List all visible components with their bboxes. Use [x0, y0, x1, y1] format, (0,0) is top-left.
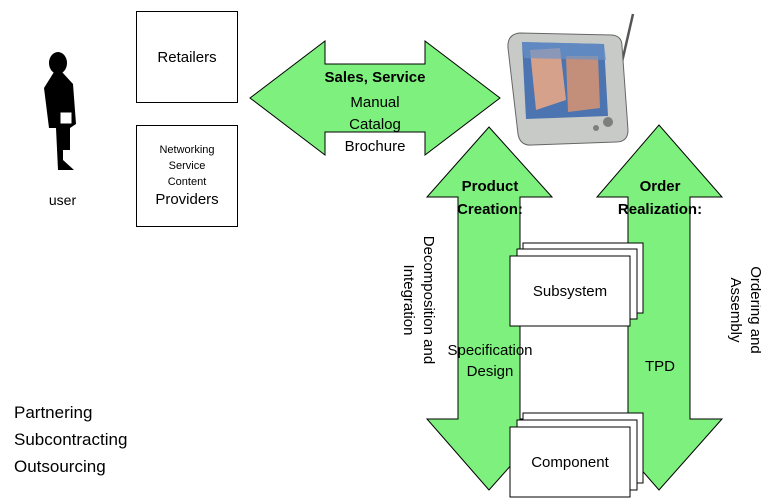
ordering-label: Ordering and — [747, 266, 761, 354]
product-creation-arrow — [425, 126, 554, 491]
specification-label: Specification — [447, 342, 533, 359]
product-creation-title-2: Creation: — [457, 201, 523, 218]
assembly-label: Assembly — [727, 277, 744, 343]
retailers-box: Retailers — [136, 11, 238, 103]
sales-service-arrow — [249, 39, 501, 157]
retailers-label: Retailers — [157, 48, 217, 66]
sales-service-title: Sales, Service — [324, 69, 426, 86]
subsystem-stack — [509, 242, 644, 327]
tablet-device-icon — [507, 13, 635, 146]
order-realization-title-1: Order — [639, 178, 681, 195]
component-label: Component — [531, 454, 609, 471]
partnering-label: Partnering — [14, 403, 93, 422]
order-realization-arrow — [595, 124, 724, 491]
subsystem-label: Subsystem — [532, 283, 608, 300]
component-stack — [509, 412, 644, 498]
providers-line4: Providers — [155, 191, 219, 208]
user-label: user — [48, 192, 77, 208]
integration-label: Integration — [400, 264, 417, 336]
order-realization-title-2: Realization: — [617, 201, 703, 218]
providers-line2: Service — [168, 160, 206, 172]
design-label: Design — [466, 363, 514, 380]
user-silhouette-icon — [44, 52, 76, 170]
providers-line1: Networking — [159, 144, 215, 156]
providers-line3: Content — [167, 176, 207, 188]
outsourcing-label: Outsourcing — [14, 457, 106, 476]
sales-manual: Manual — [350, 94, 400, 111]
providers-box: Networking Service Content Providers — [136, 125, 238, 227]
subcontracting-label: Subcontracting — [14, 430, 128, 449]
sales-brochure: Brochure — [344, 138, 406, 155]
tpd-label: TPD — [645, 358, 675, 375]
sales-catalog: Catalog — [349, 116, 401, 133]
product-creation-title-1: Product — [461, 178, 519, 195]
decomposition-label: Decomposition and — [420, 235, 437, 365]
